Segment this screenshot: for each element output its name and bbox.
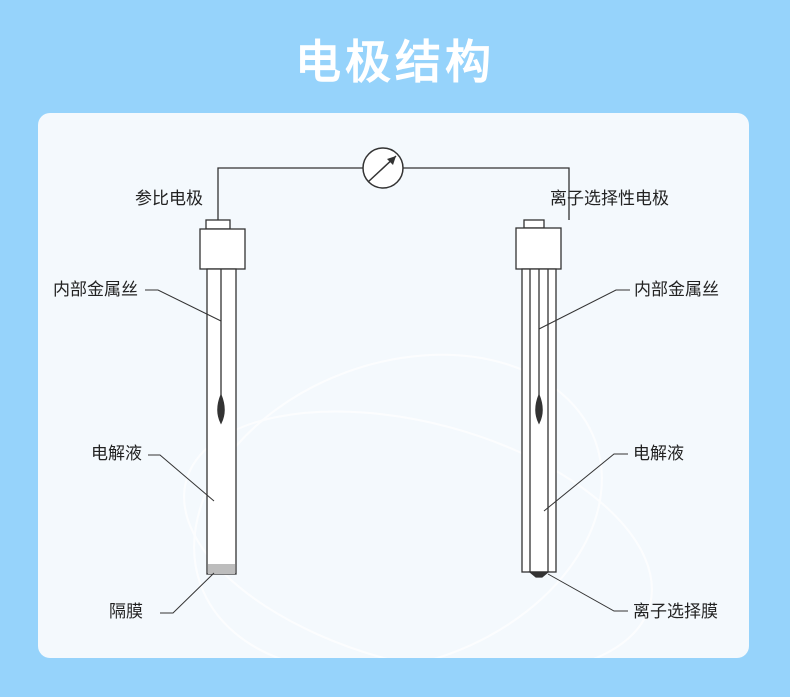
- gauge-icon: [362, 147, 404, 189]
- right-membrane-label: 离子选择膜: [633, 602, 718, 622]
- reference-electrode: [199, 219, 246, 575]
- ion-selective-electrode: [515, 219, 562, 578]
- left-inner-wire-label: 内部金属丝: [53, 280, 138, 300]
- left-membrane-label: 隔膜: [109, 602, 143, 622]
- left-leader-lines: [145, 289, 222, 614]
- ion-selective-electrode-label: 离子选择性电极: [550, 189, 669, 209]
- diagram-card: 参比电极 内部金属丝 电解液 隔膜 离子选择性电极 内部金属丝 电解液 离子选择…: [38, 113, 749, 658]
- reference-electrode-label: 参比电极: [135, 189, 203, 209]
- right-inner-wire-label: 内部金属丝: [634, 280, 719, 300]
- right-electrolyte-label: 电解液: [633, 444, 684, 464]
- left-electrolyte-label: 电解液: [91, 444, 142, 464]
- right-leader-lines: [538, 289, 630, 612]
- page-title: 电极结构: [295, 35, 495, 89]
- electrode-diagram: 参比电极 内部金属丝 电解液 隔膜 离子选择性电极 内部金属丝 电解液 离子选择…: [53, 147, 719, 658]
- background-swirl: [183, 353, 653, 658]
